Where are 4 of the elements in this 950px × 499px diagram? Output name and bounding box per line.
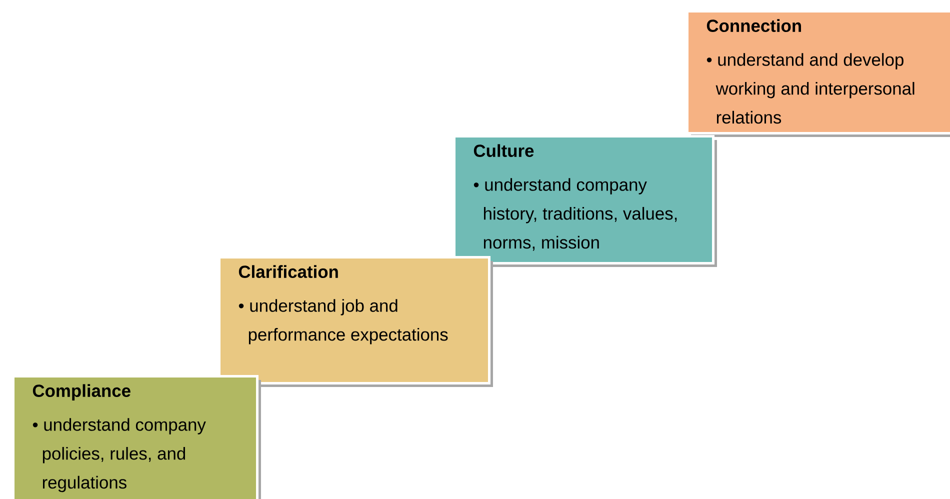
step-box: Clarification • understand job and performance expectations xyxy=(218,256,490,384)
step-box: Connection • understand and develop working and interpersonal relations xyxy=(686,10,950,134)
step-box: Compliance • understand company policies, rules, and regulations xyxy=(12,375,258,499)
step-box: Culture • understand company history, traditions, values, norms, mission xyxy=(453,135,714,264)
